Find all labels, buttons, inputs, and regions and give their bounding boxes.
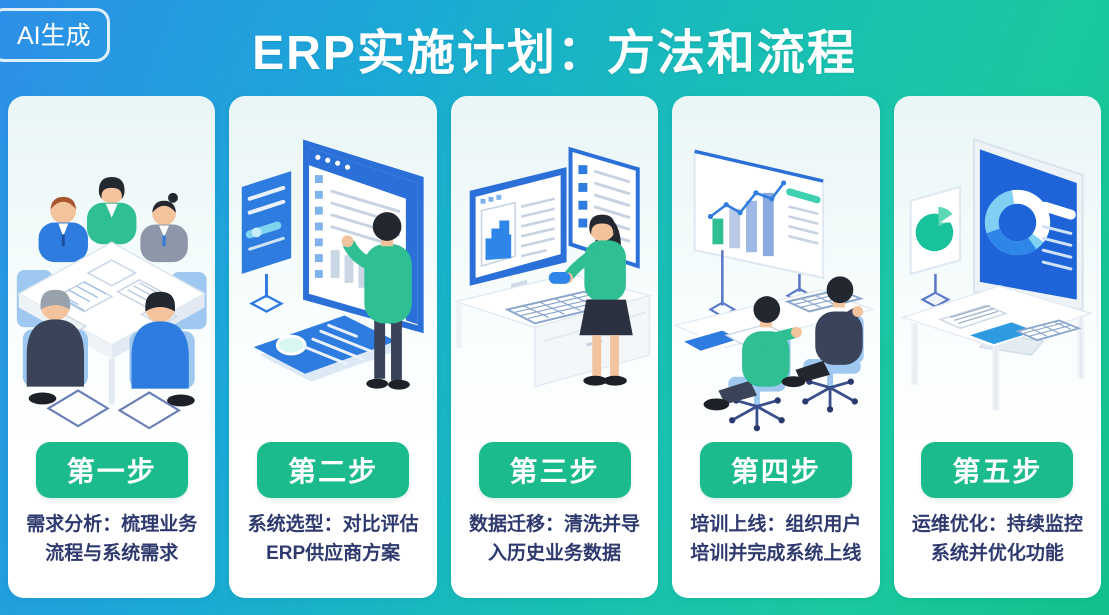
step-3-description: 数据迁移：清洗并导 入历史业务数据	[465, 511, 644, 568]
training-illustration	[672, 149, 876, 432]
step-2-description-line2: ERP供应商方案	[266, 542, 401, 564]
step-2-description-line1: 系统选型：对比评估	[247, 514, 419, 535]
vendor-comparison-illustration	[242, 139, 425, 390]
step-5-description: 运维优化：持续监控 系统并优化功能	[908, 511, 1087, 568]
step-4-description-line2: 培训并完成系统上线	[690, 542, 862, 564]
step-card-2: 第二步 系统选型：对比评估 ERP供应商方案	[229, 96, 437, 598]
step-1-button[interactable]: 第一步	[35, 442, 188, 498]
erp-infographic: AI生成 ERP实施计划：方法和流程	[0, 0, 1109, 598]
step-4-description: 培训上线：组织用户 培训并完成系统上线	[686, 511, 865, 568]
ai-generated-badge: AI生成	[0, 8, 110, 62]
step-card-1: 第一步 需求分析：梳理业务 流程与系统需求	[8, 96, 216, 598]
team-meeting-illustration	[16, 177, 207, 430]
step-card-3: 第三步 数据迁移：清洗并导 入历史业务数据	[450, 96, 659, 598]
step-2-description: 系统选型：对比评估 ERP供应商方案	[244, 511, 423, 568]
page-title: ERP实施计划：方法和流程	[252, 27, 857, 80]
step-4-description-line1: 培训上线：组织用户	[690, 514, 862, 535]
data-migration-illustration	[452, 146, 653, 388]
step-3-button[interactable]: 第三步	[478, 442, 631, 498]
step-4-button[interactable]: 第四步	[699, 442, 852, 498]
steps-row: 第一步 需求分析：梳理业务 流程与系统需求	[0, 96, 1109, 598]
header: AI生成 ERP实施计划：方法和流程	[0, 0, 1109, 96]
ai-generated-label: AI生成	[17, 22, 91, 50]
step-5-description-line1: 运维优化：持续监控	[911, 514, 1083, 535]
step-card-4: 第四步 培训上线：组织用户 培训并完成系统上线	[672, 96, 880, 598]
step-5-button[interactable]: 第五步	[921, 442, 1074, 498]
step-5-description-line2: 系统并优化功能	[930, 542, 1064, 564]
step-3-description-line1: 数据迁移：清洗并导	[469, 514, 641, 535]
step-2-button[interactable]: 第二步	[257, 442, 410, 498]
monitoring-illustration	[900, 138, 1093, 411]
step-1-description: 需求分析：梳理业务 流程与系统需求	[22, 511, 201, 568]
step-1-description-line1: 需求分析：梳理业务	[26, 514, 198, 535]
step-3-description-line2: 入历史业务数据	[488, 542, 622, 564]
step-1-description-line2: 流程与系统需求	[45, 542, 179, 564]
step-card-5: 第五步 运维优化：持续监控 系统并优化功能	[893, 96, 1102, 598]
